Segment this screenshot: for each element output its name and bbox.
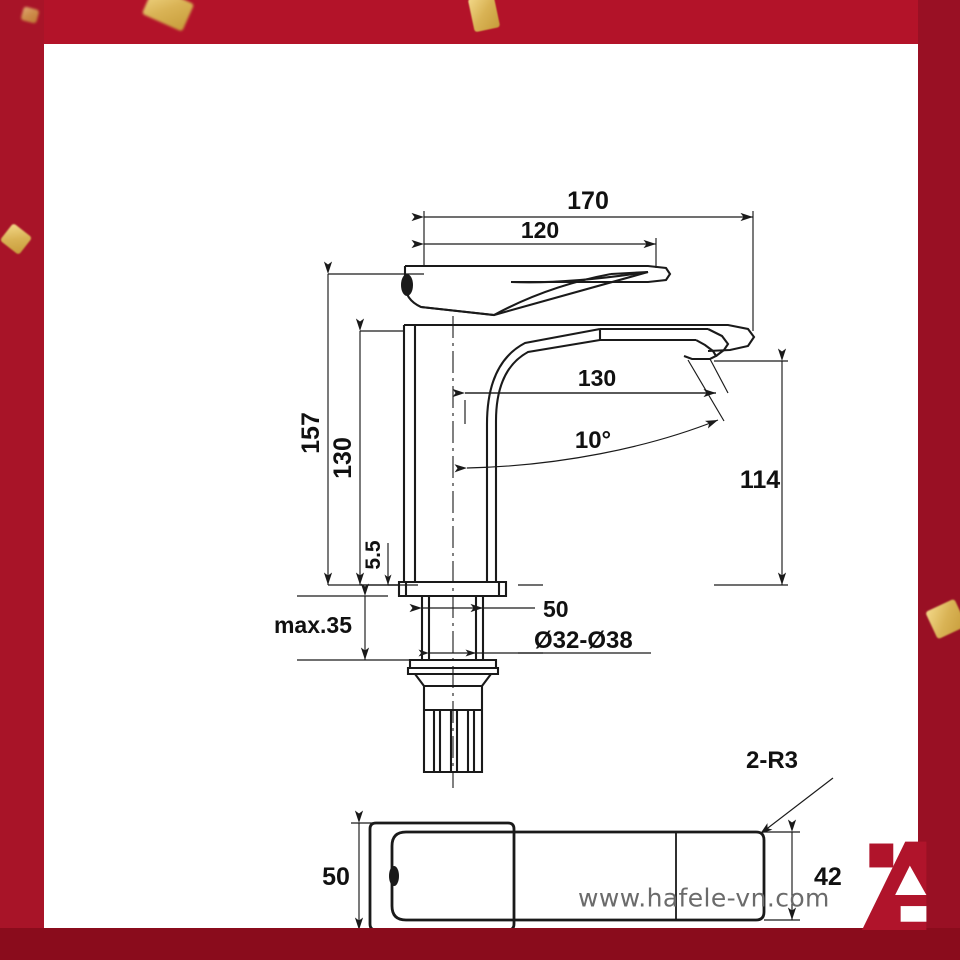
dim-text-130-reach: 130 — [578, 365, 616, 391]
dim-text-diameter: Ø32-Ø38 — [534, 627, 633, 654]
hafele-logo-counter — [895, 865, 927, 896]
dim-text-2R3: 2-R3 — [746, 747, 798, 774]
drawing-canvas: 170 120 130 157 130 5.5 114 max.35 50 Ø3… — [44, 44, 918, 928]
dim-text-114: 114 — [740, 466, 780, 494]
site-url-text: www.hafele-vn.com — [578, 883, 830, 913]
leader-2-R3 — [759, 777, 834, 835]
hafele-logo-umlaut-square — [869, 843, 894, 868]
dim-text-5.5: 5.5 — [362, 540, 385, 570]
dimension-lines-elevation — [297, 211, 788, 661]
faucet-body-top — [402, 323, 756, 353]
dim-text-max35: max.35 — [274, 612, 352, 638]
faucet-column — [402, 325, 498, 582]
dim-text-10deg: 10° — [575, 427, 611, 454]
frame-edge-bottom — [0, 928, 960, 960]
dimension-lines-plan — [351, 777, 834, 928]
frame-edge-left — [0, 0, 44, 960]
dim-text-130-height: 130 — [329, 437, 357, 479]
dim-text-157: 157 — [297, 412, 325, 454]
hafele-logo-notch — [900, 906, 927, 922]
dim-text-170: 170 — [567, 187, 609, 215]
dim-arc-10deg — [454, 419, 719, 473]
dim-text-120: 120 — [521, 217, 559, 243]
technical-drawing-svg: 170 120 130 157 130 5.5 114 max.35 50 Ø3… — [274, 187, 842, 928]
mounting-nut-assembly — [406, 658, 500, 774]
faucet-plan-view — [368, 821, 766, 928]
frame-edge-right — [918, 0, 960, 960]
dim-text-50-base: 50 — [543, 596, 569, 622]
faucet-base-flange — [397, 580, 508, 598]
hafele-logo — [862, 841, 927, 930]
dimension-text-group: 170 120 130 157 130 5.5 114 max.35 50 Ø3… — [274, 187, 842, 891]
dim-text-42-plan: 42 — [814, 863, 842, 891]
faucet-elevation — [401, 264, 672, 317]
faucet-spout — [485, 327, 730, 425]
dim-text-50-plan: 50 — [322, 863, 350, 891]
